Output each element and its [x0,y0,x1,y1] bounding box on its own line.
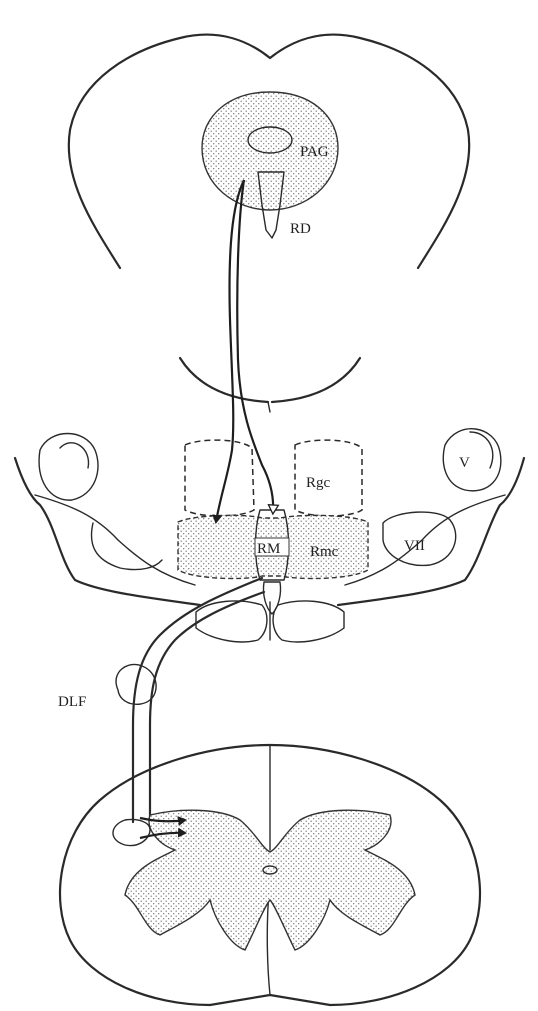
fourth-ventricle-floor-left [180,358,268,402]
spinal-cord-section [60,745,480,1005]
midbrain-section: PAG RD [69,35,469,268]
label-rgc: Rgc [306,475,331,491]
raphe-tail [263,582,280,614]
label-v: V [459,455,470,471]
pag-to-rm-projection [237,180,273,512]
medulla-section: V VII Rgc Rmc RM [15,358,524,642]
label-vii: VII [404,538,425,554]
label-rm: RM [257,541,280,557]
midline-notch [268,402,270,412]
label-rd: RD [290,221,311,237]
label-dlf: DLF [58,694,86,710]
label-pag: PAG [300,144,329,160]
dlf-tract-outer [133,578,262,822]
pyramid-left [196,601,267,642]
trigeminal-right-inner [470,432,493,468]
trigeminal-left-inner [60,443,89,468]
medulla-outline-inner-right [345,495,505,585]
descending-pathways [216,180,273,522]
facial-left [91,523,162,570]
fourth-ventricle-floor-right [272,358,360,402]
medulla-outline-inner-left [35,495,195,585]
dlf-tract: DLF [58,578,264,822]
label-rmc: Rmc [310,544,339,560]
dorsolateral-funiculus [113,819,150,845]
dlf-tract-inner [150,592,264,820]
pyramid-right [273,601,344,642]
